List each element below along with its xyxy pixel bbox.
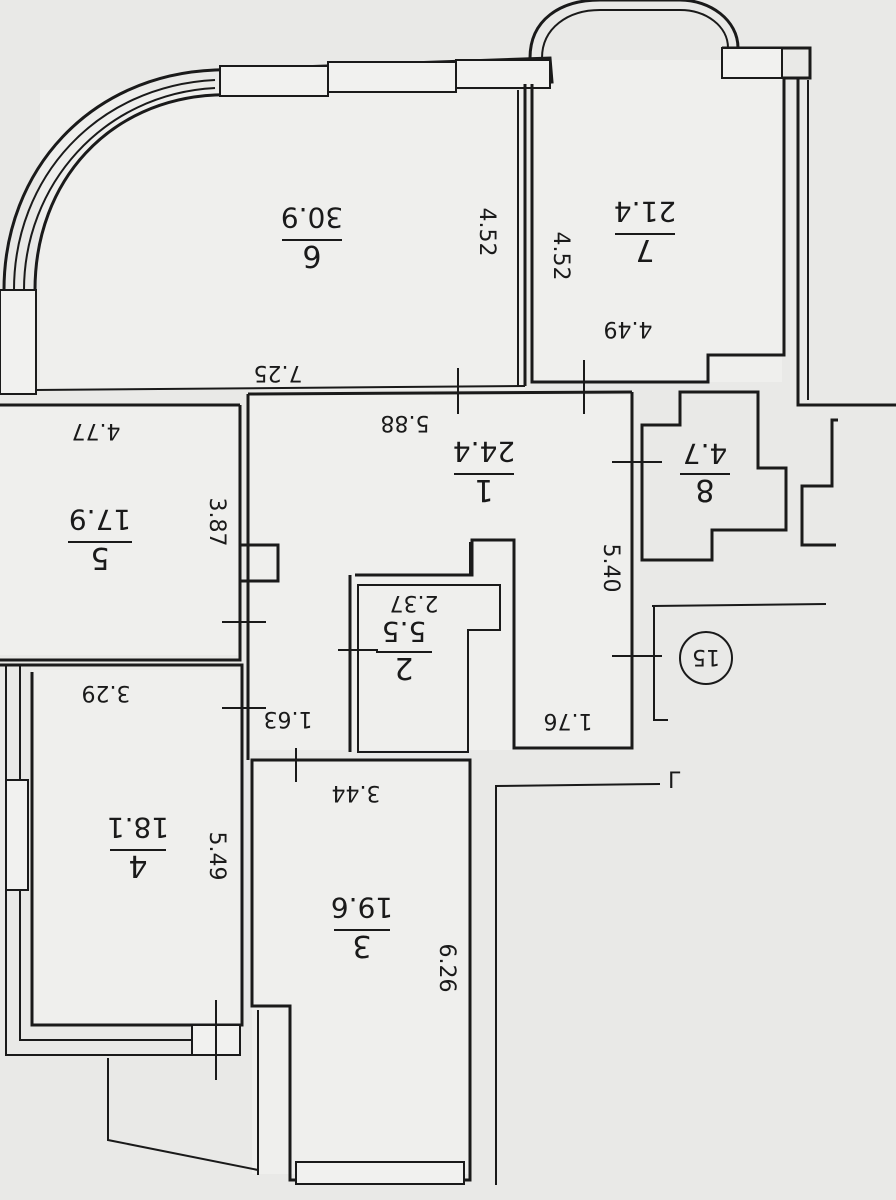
wall-room-3 — [250, 758, 472, 1182]
unit-marker-label: 15 — [692, 644, 720, 669]
room-area-8: 4.7 — [683, 437, 728, 470]
corner-mark: Г — [668, 769, 681, 794]
outer-wall-room-7 — [530, 46, 812, 384]
wall-room-2 — [357, 584, 501, 753]
dimension-label: 4.49 — [604, 316, 653, 341]
wall-room-5 — [0, 405, 242, 662]
room-number-7: 7 — [635, 232, 654, 267]
dimension-label: 6.26 — [434, 944, 459, 993]
wall-room-8 — [640, 390, 788, 562]
room-number-3: 3 — [352, 928, 371, 963]
wall-balcony — [107, 1058, 259, 1171]
room-number-2: 2 — [394, 650, 413, 685]
wall-room-1-right — [355, 392, 634, 750]
dimension-label: 1.63 — [264, 706, 313, 731]
room-5-floor — [0, 405, 238, 655]
wall-room-6-bottom — [34, 385, 526, 391]
window-top-middle — [327, 61, 457, 93]
window-top-left — [219, 65, 329, 97]
window-room-3 — [295, 1161, 465, 1185]
bay-window-line-2 — [23, 87, 216, 291]
wall-right-lower-vertical — [653, 606, 668, 721]
room-number-4: 4 — [128, 848, 147, 883]
window-room-7 — [721, 47, 783, 79]
wall-horizontal-middle — [0, 390, 633, 407]
room-area-4: 18.1 — [107, 811, 169, 844]
dimension-label: 4.52 — [548, 232, 573, 281]
arch-room-7 — [528, 0, 740, 59]
dimension-label: 5.88 — [381, 410, 430, 435]
outer-wall-right-top — [796, 78, 896, 407]
room-area-2: 5.5 — [382, 615, 427, 648]
room-area-1: 24.4 — [453, 435, 515, 468]
room-number-6: 6 — [302, 238, 321, 273]
outer-wall-room-6 — [2, 56, 554, 392]
room-area-5: 17.9 — [69, 503, 131, 536]
dimension-label: 3.29 — [82, 680, 131, 705]
room-area-7: 21.4 — [614, 195, 676, 228]
bay-window-line-1 — [13, 79, 216, 291]
room-area-3: 19.6 — [331, 891, 393, 924]
dimension-label: 4.52 — [474, 208, 499, 257]
dimension-label: 2.37 — [390, 590, 439, 615]
room-number-8: 8 — [695, 472, 714, 507]
arch-room-7-inner — [541, 9, 729, 59]
column-room-5 — [238, 543, 280, 583]
room-3-floor — [252, 762, 470, 1174]
dimension-label: 5.49 — [204, 832, 229, 881]
wall-right-bottom — [495, 783, 661, 1185]
wall-right-lower — [651, 603, 827, 607]
window-left-room-6 — [0, 289, 37, 395]
room-7-floor — [532, 60, 782, 382]
dimension-label: 4.77 — [72, 418, 121, 443]
dimension-label: 3.44 — [332, 780, 381, 805]
room-number-5: 5 — [90, 540, 109, 575]
dimension-label: 5.40 — [598, 544, 623, 593]
room-4-floor — [32, 670, 242, 1025]
dimension-label: 3.87 — [204, 498, 229, 547]
dimension-label: 7.25 — [254, 360, 303, 385]
outer-wall-right-mid — [800, 418, 838, 547]
wall-room-4 — [0, 663, 244, 1027]
window-room-4 — [5, 779, 29, 891]
unit-marker-circle — [679, 631, 733, 685]
room-1-floor — [250, 395, 630, 750]
window-top-right — [455, 59, 551, 89]
dimension-label: 1.76 — [544, 708, 593, 733]
room-area-6: 30.9 — [281, 201, 343, 234]
room-number-1: 1 — [474, 472, 493, 507]
